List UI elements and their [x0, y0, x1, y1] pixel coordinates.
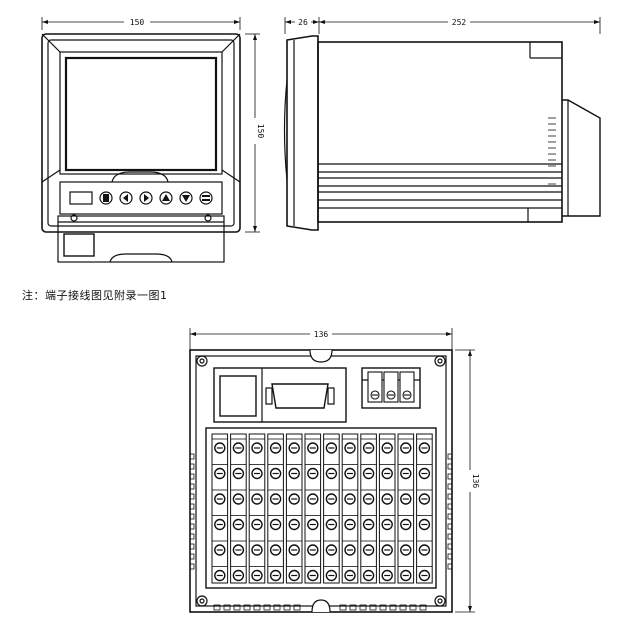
side-depth-front-dim: 26: [298, 18, 308, 27]
front-keys: [99, 191, 213, 205]
power-terminal-block: [367, 371, 415, 403]
side-depth-body-dim: 252: [452, 18, 467, 27]
terminal-column: [211, 433, 229, 584]
wiring-note: 注：端子接线图见附录一图1: [22, 289, 168, 302]
terminal-column: [323, 433, 340, 584]
front-width-dim: 150: [130, 18, 145, 27]
back-width-dim: 136: [314, 330, 329, 339]
terminal-column: [230, 433, 247, 584]
key-menu-icon: [199, 191, 213, 205]
terminal-column: [248, 433, 266, 584]
terminal-column: [416, 433, 433, 584]
back-view: [189, 328, 475, 613]
terminal-column: [397, 433, 415, 584]
terminal-column: [267, 433, 284, 584]
terminal-column: [360, 433, 377, 584]
terminal-grid: [211, 433, 433, 584]
side-view: [283, 17, 601, 231]
terminal-column: [341, 433, 359, 584]
terminal-column: [285, 433, 303, 584]
terminal-column: [378, 433, 396, 584]
front-height-dim: 150: [256, 124, 265, 139]
terminal-column: [304, 433, 322, 584]
back-height-dim: 136: [471, 474, 480, 489]
front-view: [41, 17, 260, 263]
